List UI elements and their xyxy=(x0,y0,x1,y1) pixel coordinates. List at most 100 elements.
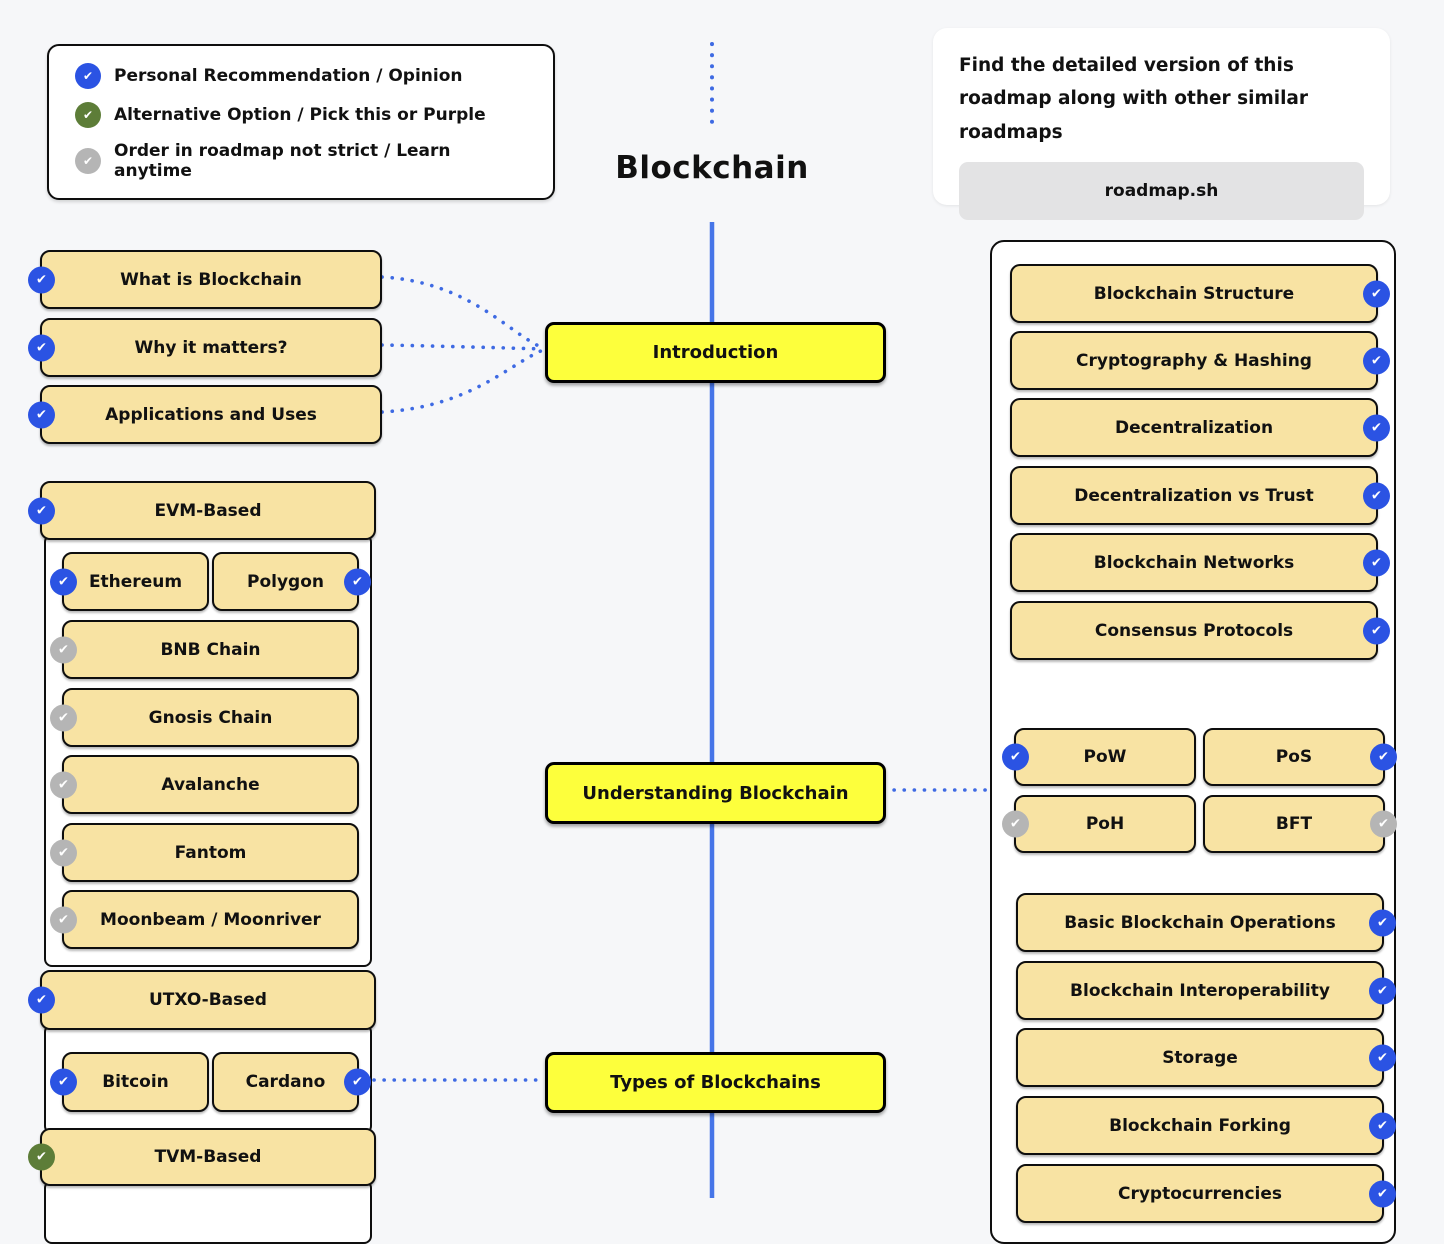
topic-label: Storage xyxy=(1162,1047,1238,1068)
promo-card: Find the detailed version of this roadma… xyxy=(933,28,1390,220)
topic-applications-and-uses[interactable]: ✔ Applications and Uses xyxy=(28,385,382,444)
topic-polygon[interactable]: ✔ Polygon xyxy=(212,552,371,611)
topic-label: Bitcoin xyxy=(102,1072,169,1092)
personal-recommendation-badge-icon: ✔ xyxy=(50,1068,77,1096)
legend-row-anytime: ✔ Order in roadmap not strict / Learn an… xyxy=(75,141,527,181)
topic-label: Blockchain Forking xyxy=(1109,1115,1291,1136)
why-it-matters-connector xyxy=(380,343,545,351)
personal-recommendation-badge-icon: ✔ xyxy=(1363,617,1390,644)
legend-label: Personal Recommendation / Opinion xyxy=(114,65,463,86)
topic-label: Fantom xyxy=(174,842,247,863)
learn-anytime-badge-icon: ✔ xyxy=(50,906,77,933)
personal-recommendation-badge-icon: ✔ xyxy=(50,568,77,595)
personal-recommendation-badge-icon: ✔ xyxy=(1369,909,1396,936)
topic-gnosis-chain[interactable]: ✔ Gnosis Chain xyxy=(50,688,359,747)
personal-recommendation-badge-icon: ✔ xyxy=(28,266,55,293)
personal-recommendation-badge-icon: ✔ xyxy=(1369,1112,1396,1139)
topic-label: Cryptography & Hashing xyxy=(1076,350,1312,371)
topic-moonbeam-moonriver[interactable]: ✔ Moonbeam / Moonriver xyxy=(50,890,359,949)
legend-row-alternative: ✔ Alternative Option / Pick this or Purp… xyxy=(75,101,527,128)
topic-label: Avalanche xyxy=(161,774,260,795)
topic-pow[interactable]: ✔ PoW xyxy=(1002,728,1196,786)
topic-label: Basic Blockchain Operations xyxy=(1064,912,1336,933)
learn-anytime-badge-icon: ✔ xyxy=(50,839,77,866)
legend-label: Alternative Option / Pick this or Purple xyxy=(114,104,486,125)
personal-recommendation-badge-icon: ✔ xyxy=(1369,1180,1396,1207)
topic-label: Cardano xyxy=(245,1072,326,1092)
topic-label: Why it matters? xyxy=(134,337,288,358)
topic-bft[interactable]: ✔ BFT xyxy=(1203,795,1397,853)
topic-label: BNB Chain xyxy=(160,639,261,660)
personal-recommendation-badge-icon: ✔ xyxy=(1363,549,1390,576)
personal-recommendation-badge-icon: ✔ xyxy=(1370,743,1397,771)
topic-blockchain-forking[interactable]: ✔ Blockchain Forking xyxy=(1016,1096,1396,1155)
topic-label: TVM-Based xyxy=(154,1147,262,1167)
topic-label: Gnosis Chain xyxy=(148,707,273,728)
personal-recommendation-badge-icon: ✔ xyxy=(344,1068,371,1096)
topic-blockchain-networks[interactable]: ✔ Blockchain Networks xyxy=(1010,533,1390,592)
topic-consensus-protocols[interactable]: ✔ Consensus Protocols xyxy=(1010,601,1390,660)
personal-recommendation-badge-icon: ✔ xyxy=(344,568,371,595)
personal-recommendation-badge-icon: ✔ xyxy=(1363,482,1390,509)
topic-label: What is Blockchain xyxy=(120,269,302,290)
topic-label: BFT xyxy=(1275,814,1313,834)
topic-label: Consensus Protocols xyxy=(1094,620,1294,641)
topic-bnb-chain[interactable]: ✔ BNB Chain xyxy=(50,620,359,679)
personal-recommendation-badge-icon: ✔ xyxy=(1002,743,1029,771)
topic-blockchain-structure[interactable]: ✔ Blockchain Structure xyxy=(1010,264,1390,323)
alternative-option-badge-icon: ✔ xyxy=(28,1143,55,1171)
node-types-of-blockchains[interactable]: Types of Blockchains xyxy=(545,1052,886,1113)
topic-label: Blockchain Networks xyxy=(1093,552,1295,573)
what-is-blockchain-connector xyxy=(380,275,545,350)
topic-fantom[interactable]: ✔ Fantom xyxy=(50,823,359,882)
personal-recommendation-badge-icon: ✔ xyxy=(1363,414,1390,441)
topic-label: PoW xyxy=(1083,747,1127,767)
applications-connector xyxy=(380,348,545,414)
roadmap-sh-button[interactable]: roadmap.sh xyxy=(959,161,1364,220)
topic-decentralization[interactable]: ✔ Decentralization xyxy=(1010,398,1390,457)
legend-label: Order in roadmap not strict / Learn anyt… xyxy=(114,141,451,182)
page-title: Blockchain xyxy=(615,150,809,186)
learn-anytime-badge-icon: ✔ xyxy=(75,148,101,175)
topic-tvm-based[interactable]: ✔ TVM-Based xyxy=(28,1128,376,1186)
promo-text: Find the detailed version of this roadma… xyxy=(959,55,1309,143)
learn-anytime-badge-icon: ✔ xyxy=(50,636,77,663)
personal-recommendation-badge-icon: ✔ xyxy=(28,401,55,428)
topic-cardano[interactable]: ✔ Cardano xyxy=(212,1052,371,1112)
topic-ethereum[interactable]: ✔ Ethereum xyxy=(50,552,209,611)
personal-recommendation-badge-icon: ✔ xyxy=(28,986,55,1014)
topic-cryptocurrencies[interactable]: ✔ Cryptocurrencies xyxy=(1016,1164,1396,1223)
topic-label: EVM-Based xyxy=(154,500,262,521)
topic-label: Applications and Uses xyxy=(105,404,317,425)
topic-label: Cryptocurrencies xyxy=(1117,1183,1283,1204)
topic-label: Blockchain Structure xyxy=(1093,283,1295,304)
topic-utxo-based[interactable]: ✔ UTXO-Based xyxy=(28,970,376,1030)
topic-decentralization-vs-trust[interactable]: ✔ Decentralization vs Trust xyxy=(1010,466,1390,525)
topic-avalanche[interactable]: ✔ Avalanche xyxy=(50,755,359,814)
personal-recommendation-badge-icon: ✔ xyxy=(1369,1044,1396,1071)
learn-anytime-badge-icon: ✔ xyxy=(50,771,77,798)
topic-label: PoH xyxy=(1085,814,1125,834)
topic-what-is-blockchain[interactable]: ✔ What is Blockchain xyxy=(28,250,382,309)
topic-why-it-matters[interactable]: ✔ Why it matters? xyxy=(28,318,382,377)
alternative-option-badge-icon: ✔ xyxy=(75,101,101,128)
topic-label: Polygon xyxy=(247,571,324,592)
topic-bitcoin[interactable]: ✔ Bitcoin xyxy=(50,1052,209,1112)
topic-basic-blockchain-operations[interactable]: ✔ Basic Blockchain Operations xyxy=(1016,893,1396,952)
topic-label: Ethereum xyxy=(88,571,183,592)
node-understanding-blockchain[interactable]: Understanding Blockchain xyxy=(545,762,886,824)
learn-anytime-badge-icon: ✔ xyxy=(50,704,77,731)
topic-storage[interactable]: ✔ Storage xyxy=(1016,1028,1396,1087)
legend-row-recommendation: ✔ Personal Recommendation / Opinion xyxy=(75,62,527,89)
personal-recommendation-badge-icon: ✔ xyxy=(28,334,55,361)
topic-poh[interactable]: ✔ PoH xyxy=(1002,795,1196,853)
topic-blockchain-interoperability[interactable]: ✔ Blockchain Interoperability xyxy=(1016,961,1396,1020)
topic-cryptography-hashing[interactable]: ✔ Cryptography & Hashing xyxy=(1010,331,1390,390)
topic-label: PoS xyxy=(1275,747,1313,767)
topic-evm-based[interactable]: ✔ EVM-Based xyxy=(28,481,376,540)
topic-pos[interactable]: ✔ PoS xyxy=(1203,728,1397,786)
personal-recommendation-badge-icon: ✔ xyxy=(1363,347,1390,374)
topic-label: Moonbeam / Moonriver xyxy=(100,909,321,930)
node-introduction[interactable]: Introduction xyxy=(545,322,886,383)
topic-label: Decentralization xyxy=(1114,417,1274,438)
